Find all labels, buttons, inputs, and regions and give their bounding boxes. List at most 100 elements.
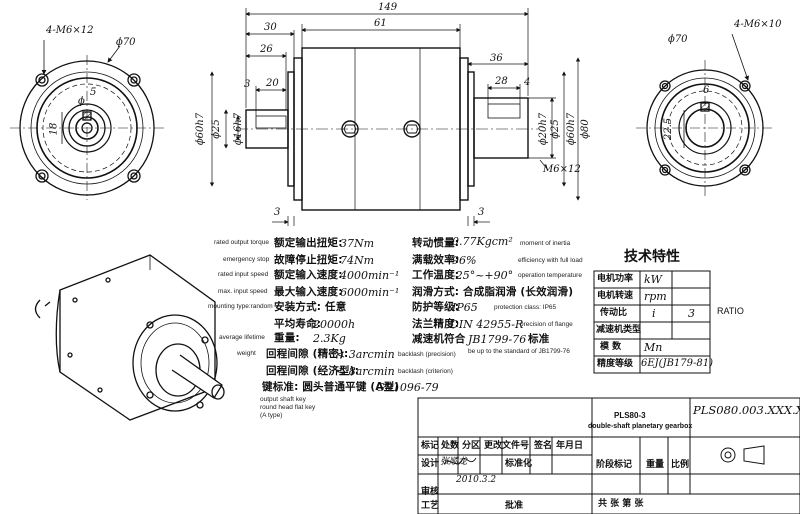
sheets-label: 共 张 第 张 [598,499,644,509]
dim-3a: 3 [244,79,251,90]
spec-zh-7: 回程间隙 (精密): [266,348,349,360]
rspec-en-1: efficiency with full load [518,257,583,264]
designer-signature: 张顺龙 [440,457,468,467]
spec-zh-6: 重量: [274,332,300,344]
dimension-lines [209,8,581,226]
rspec-zh-1: 满载效率: [412,254,460,266]
spec-val-0: 37Nm [340,237,375,250]
dim-16h7: ϕ16h7 [233,112,245,146]
spec-en-7: weight [237,350,256,357]
left-end-view [10,40,165,200]
spec-en-6: average lifetime [219,334,265,341]
rspec-en-4: protection class: IP65 [494,304,557,311]
hdr-0: 标记 [421,441,440,451]
backlash-precision: backlash (precision) [398,351,456,358]
spec-val-8: < 8arcmin [336,365,395,378]
stage-label: 阶段标记 [596,460,633,470]
spec-zh-3: 最大输入速度: [274,286,343,298]
check-label: 审核 [421,487,440,497]
rspec-zh-5: 法兰精度: [412,318,460,330]
spec-val-5: 20000h [313,318,356,331]
dim-4: 4 [524,77,531,88]
tech-title: 技术特性 [624,249,680,265]
hdr-4: 签名 [534,441,553,451]
spec-zh-0: 额定输出扭矩: [274,237,343,249]
tech-value-2: 3 [688,307,695,320]
rspec-val-1: 96% [452,254,477,267]
spec-zh-4: 安装方式: 任意 [274,301,347,313]
spec-en-4: mounting type:random [208,303,273,310]
design-date: 2010.3.2 [456,475,497,485]
tech-label-5: 精度等级 [597,359,634,369]
rspec-val-0: 0.77Kgcm² [452,235,513,248]
spec-en-0: rated output torque [214,239,269,246]
backlash-criterion: backlash (criterion) [398,368,453,375]
rspec-zh-3: 润滑方式: 合成脂润滑 (长效润滑) [412,286,574,298]
spec-en-2: rated input speed [218,271,269,278]
rspec-val-6: JB1799-76 [468,333,527,346]
rspec-en-6: be up to the standard of JB1799-76 [468,348,570,355]
tech-unit-2: i [652,307,656,320]
dim-26: 26 [260,44,273,55]
tech-unit-4: Mn [644,341,663,354]
process-label: 工艺 [421,501,440,511]
spec-zh-1: 故障停止扭矩: [274,254,343,266]
spec-val-7: < 3arcmin [336,348,395,361]
dim-left-phi: ϕ [78,96,85,107]
tech-label-0: 电机功率 [597,274,634,284]
spec-val-6: 2.3Kg [313,332,346,345]
rspec-val-5: DIN 42955-R [450,318,524,331]
standard-label: 标准化 [505,459,533,469]
spec-val-9: GB1096-79 [376,381,439,394]
dim-25r: ϕ25 [549,119,561,139]
drawing-number: PLS080.003.XXX.XX [693,403,800,417]
spec-zh-5: 平均寿命: [274,318,322,330]
dim-left-holes: 4-M6×12 [46,25,94,36]
dim-left-dia70: ϕ70 [116,37,136,48]
spec-zh-9: 键标准: 圆头普通平键 (A型) [262,381,400,393]
dim-25: ϕ25 [210,119,222,139]
dim-left-5: 5 [90,87,97,98]
hdr-2: 分区 [462,441,481,451]
dim-28: 28 [495,76,508,87]
dim-m6x12: M6×12 [543,164,581,175]
dim-80: ϕ80 [579,119,591,139]
spec-val-1: 74Nm [340,254,375,267]
dim-20: 20 [266,78,279,89]
rspec-en-5: precision of flange [520,321,573,328]
dim-3-bottom-right: 3 [478,207,485,218]
dim-right-6: 6 [703,85,710,96]
design-label: 设计 [421,459,440,469]
tech-unit-0: kW [644,273,662,286]
dim-right-holes: 4-M6×10 [734,19,782,30]
dim-left-18: 18 [48,122,60,136]
right-end-view [636,33,775,196]
rspec-val-2: -25°~+90° [452,269,514,282]
dim-149: 149 [378,2,398,13]
rspec-zh-2: 工作温度: [412,269,460,281]
tech-table [593,270,711,374]
tech-label-1: 电机转速 [597,291,634,301]
rspec-val-4: IP65 [452,301,478,314]
tech-unit-5: 6EJ(JB179-81) [641,358,714,369]
dim-20h7: ϕ20h7 [538,112,550,146]
key-note-0: output shaft key [260,396,306,403]
dim-60h7r: ϕ60h7 [566,112,578,146]
spec-zh-2: 额定输入速度: [274,269,343,281]
dim-61: 61 [374,18,387,29]
tech-label-3: 减速机类型 [596,325,642,335]
rspec-zh-6: 减速机符合 [412,333,466,345]
rspec-tail: 标准 [528,333,550,345]
dim-36: 36 [490,53,503,64]
iso-gearbox [34,254,225,421]
hdr-3: 更改文件号 [484,441,530,451]
spec-val-3: 6000min⁻¹ [340,286,400,299]
tech-unit-1: rpm [644,290,667,303]
model-desc: double-shaft planetary gearbox [588,423,693,430]
model-name: PLS80-3 [614,411,646,420]
key-note-2: (A type) [260,412,283,419]
dim-right-22-5: 22.5 [663,117,675,141]
rspec-zh-4: 防护等级: [412,301,460,313]
